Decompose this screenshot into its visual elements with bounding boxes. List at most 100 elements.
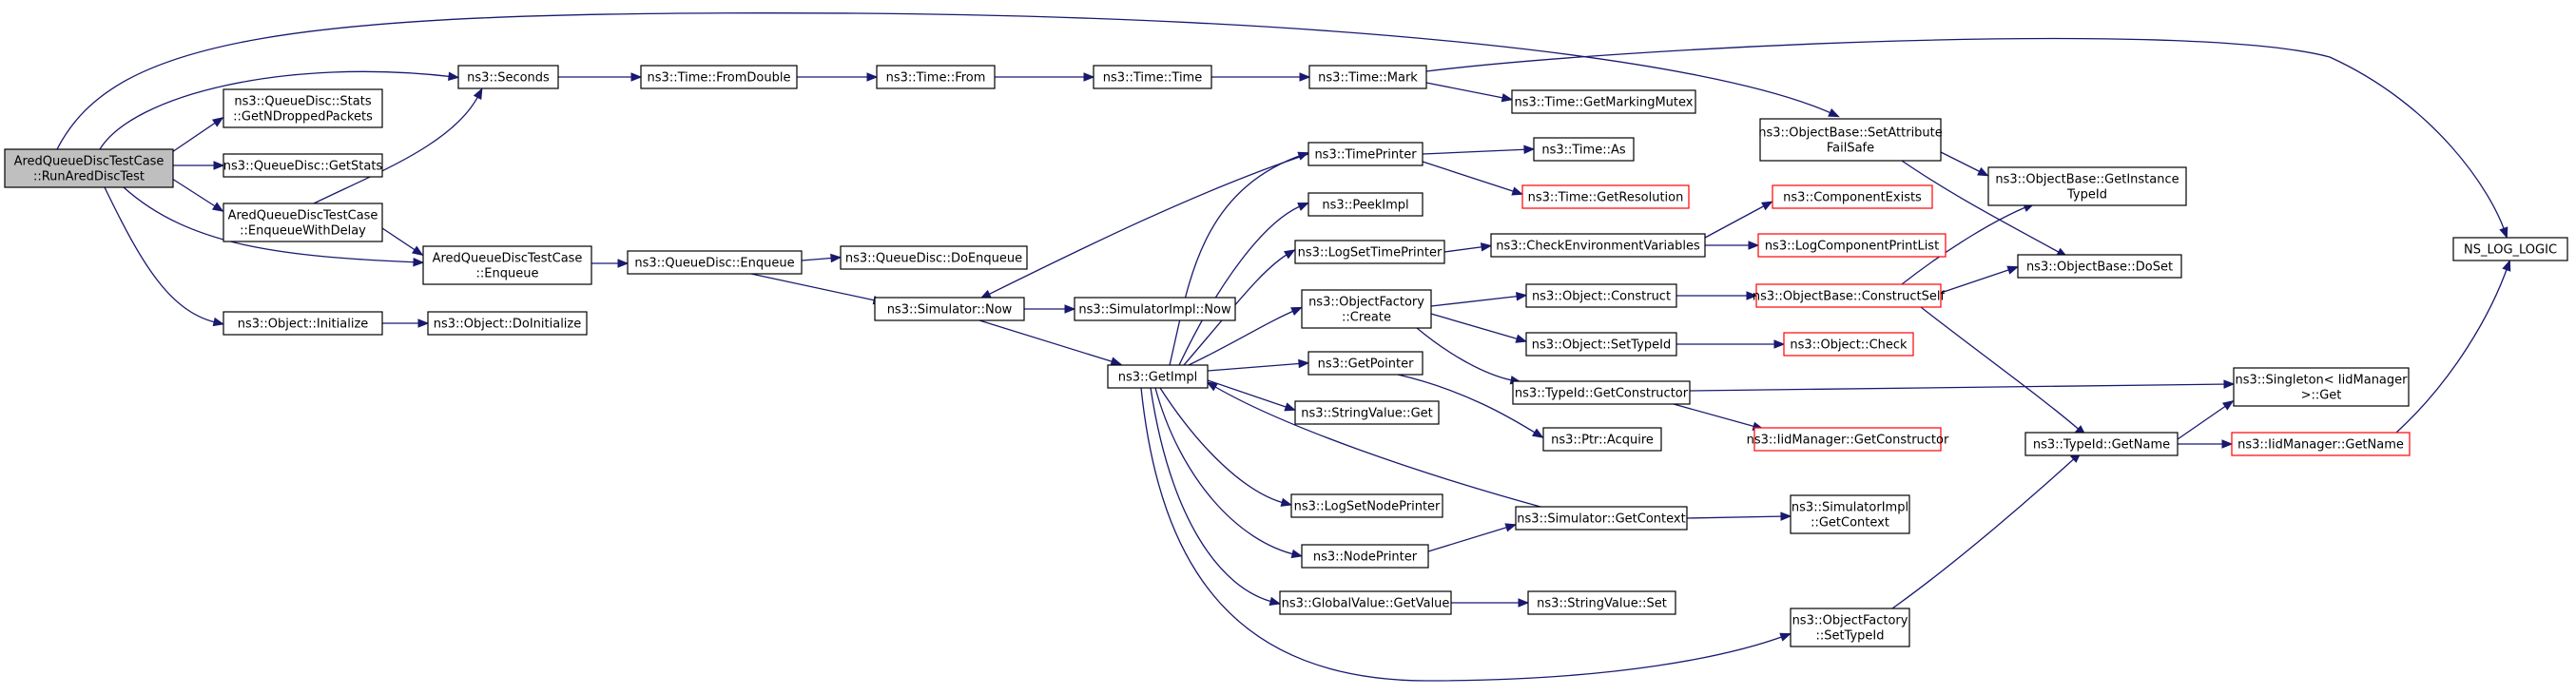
edge-now-to-implnow: [1024, 304, 1076, 314]
node-iidgetconstructor[interactable]: ns3::IidManager::GetConstructor: [1747, 427, 1949, 452]
arrowhead: [1523, 145, 1536, 155]
node-initialize[interactable]: ns3::Object::Initialize: [223, 311, 383, 336]
arrowhead: [1480, 242, 1493, 252]
node-getmarkingmutex[interactable]: ns3::Time::GetMarkingMutex: [1511, 89, 1696, 114]
node-timeas[interactable]: ns3::Time::As: [1533, 137, 1635, 162]
node-logsettimeprinter[interactable]: ns3::LogSetTimePrinter: [1294, 240, 1445, 264]
node-box: [1542, 427, 1662, 452]
edge-line: [1422, 161, 1520, 194]
node-logcomponentprintlist[interactable]: ns3::LogComponentPrintList: [1757, 233, 1947, 258]
node-label: ns3::GetPointer: [1318, 357, 1414, 372]
node-time[interactable]: ns3::Time::Time: [1093, 65, 1212, 89]
edge-settypeid-to-objcheck: [1676, 339, 1786, 349]
node-nslog[interactable]: NS_LOG_LOGIC: [2452, 237, 2568, 261]
edge-enqueuewithdelay-to-seconds: [313, 87, 483, 204]
node-singletonget[interactable]: ns3::Singleton< IidManager>::Get: [2233, 367, 2410, 407]
node-getresolution[interactable]: ns3::Time::GetResolution: [1521, 184, 1690, 209]
node-seconds[interactable]: ns3::Seconds: [457, 65, 559, 89]
node-timeprinter[interactable]: ns3::TimePrinter: [1307, 142, 1424, 166]
node-componentexists[interactable]: ns3::ComponentExists: [1772, 184, 1933, 209]
node-checkenv[interactable]: ns3::CheckEnvironmentVariables: [1490, 233, 1706, 258]
edge-line: [1704, 203, 1770, 239]
node-objconstruct[interactable]: ns3::Object::Construct: [1525, 283, 1677, 308]
node-qdenqueue[interactable]: ns3::QueueDisc::Enqueue: [627, 250, 803, 275]
node-box: [2231, 432, 2411, 456]
arrowhead: [1746, 291, 1758, 300]
node-label: ns3::CheckEnvironmentVariables: [1496, 240, 1700, 254]
node-getconstructor[interactable]: ns3::TypeId::GetConstructor: [1512, 380, 1691, 405]
node-label: ns3::Object::SetTypeId: [1532, 338, 1671, 353]
edge-getimpl-to-getpointer: [1207, 358, 1310, 372]
node-stringset[interactable]: ns3::StringValue::Set: [1527, 590, 1676, 615]
edge-constructself-to-doset: [1940, 265, 2020, 294]
arrowhead: [1290, 306, 1303, 316]
node-iidgetname[interactable]: ns3::IidManager::GetName: [2231, 432, 2411, 456]
node-fromdouble[interactable]: ns3::Time::FromDouble: [640, 65, 798, 89]
arrowhead: [1501, 93, 1514, 103]
node-doenqueue[interactable]: ns3::QueueDisc::DoEnqueue: [840, 245, 1028, 270]
node-doinitialize[interactable]: ns3::Object::DoInitialize: [427, 311, 588, 336]
node-simgetcontext[interactable]: ns3::Simulator::GetContext: [1515, 506, 1688, 531]
edge-line: [381, 227, 420, 254]
node-doset[interactable]: ns3::ObjectBase::DoSet: [2017, 254, 2182, 279]
edge-checkenv-to-componentexists: [1704, 201, 1773, 239]
node-label: ns3::GlobalValue::GetValue: [1282, 597, 1450, 611]
node-aredenqueue[interactable]: AredQueueDiscTestCase::Enqueue: [422, 245, 592, 285]
node-ofsettypeid[interactable]: ns3::ObjectFactory::SetTypeId: [1790, 608, 1910, 647]
arrowhead: [1290, 549, 1304, 559]
node-box: [1783, 332, 1914, 357]
node-label: NS_LOG_LOGIC: [2464, 243, 2557, 258]
node-getstats[interactable]: ns3::QueueDisc::GetStats: [223, 153, 383, 178]
node-ptracquire[interactable]: ns3::Ptr::Acquire: [1542, 427, 1662, 452]
edge-root-to-aredenqueue: [123, 186, 425, 267]
node-stringget[interactable]: ns3::StringValue::Get: [1294, 400, 1440, 425]
node-label: ::Enqueue: [476, 267, 539, 281]
node-box: [1511, 89, 1696, 114]
node-box: [1515, 506, 1688, 531]
edge-simgetcontext-to-getimpl: [1206, 381, 1541, 508]
node-label: ns3::NodePrinter: [1313, 550, 1418, 565]
arrowhead: [1083, 72, 1095, 82]
node-label: ::Create: [1342, 311, 1391, 325]
node-label: AredQueueDiscTestCase: [228, 209, 378, 223]
arrowhead: [2006, 265, 2020, 275]
node-box: [1490, 233, 1706, 258]
node-stats[interactable]: ns3::QueueDisc::Stats::GetNDroppedPacket…: [223, 88, 383, 128]
node-mark[interactable]: ns3::Time::Mark: [1308, 65, 1427, 89]
node-logsetnodeprinter[interactable]: ns3::LogSetNodePrinter: [1290, 493, 1443, 518]
node-getimpl[interactable]: ns3::GetImpl: [1107, 364, 1209, 389]
arrowhead: [830, 253, 843, 263]
node-implgetcontext[interactable]: ns3::SimulatorImpl::GetContext: [1790, 494, 1910, 534]
node-from[interactable]: ns3::Time::From: [876, 65, 996, 89]
node-globalgetvalue[interactable]: ns3::GlobalValue::GetValue: [1279, 590, 1452, 615]
edge-line: [1686, 515, 1788, 519]
node-root[interactable]: AredQueueDiscTestCase::RunAredDiscTest: [4, 148, 174, 188]
edge-timeprinter-to-getresolution: [1422, 161, 1524, 196]
node-objfactorycreate[interactable]: ns3::ObjectFactory::Create: [1301, 289, 1432, 329]
node-settypeid[interactable]: ns3::Object::SetTypeId: [1525, 332, 1677, 357]
arrowhead: [1298, 358, 1310, 369]
edge-timeprinter-to-timeas: [1422, 145, 1536, 155]
node-implnow[interactable]: ns3::SimulatorImpl::Now: [1074, 297, 1236, 321]
node-typeidgetname[interactable]: ns3::TypeId::GetName: [2024, 432, 2179, 456]
node-enqueuewithdelay[interactable]: AredQueueDiscTestCase::EnqueueWithDelay: [223, 203, 383, 242]
edge-constructself-to-typeidgetname: [1920, 306, 2087, 436]
node-now[interactable]: ns3::Simulator::Now: [874, 297, 1025, 321]
node-label: ::SetTypeId: [1815, 629, 1884, 644]
node-getpointer[interactable]: ns3::GetPointer: [1307, 351, 1424, 376]
edge-line: [1430, 295, 1523, 307]
node-label: ns3::TimePrinter: [1314, 148, 1417, 163]
edge-objfactorycreate-to-settypeid: [1430, 313, 1528, 343]
edge-getimpl-to-objfactorycreate: [1188, 306, 1303, 366]
node-label: ns3::Seconds: [467, 71, 550, 86]
node-peekimpl[interactable]: ns3::PeekImpl: [1307, 192, 1424, 217]
arrowhead: [417, 319, 430, 328]
node-label: ns3::PeekImpl: [1322, 199, 1408, 213]
edge-getimpl-to-globalgetvalue: [1150, 387, 1282, 606]
node-label: ns3::ObjectFactory: [1308, 296, 1424, 310]
node-nodeprinter[interactable]: ns3::NodePrinter: [1301, 544, 1429, 569]
node-constructself[interactable]: ns3::ObjectBase::ConstructSelf: [1753, 283, 1946, 308]
node-objcheck[interactable]: ns3::Object::Check: [1783, 332, 1914, 357]
